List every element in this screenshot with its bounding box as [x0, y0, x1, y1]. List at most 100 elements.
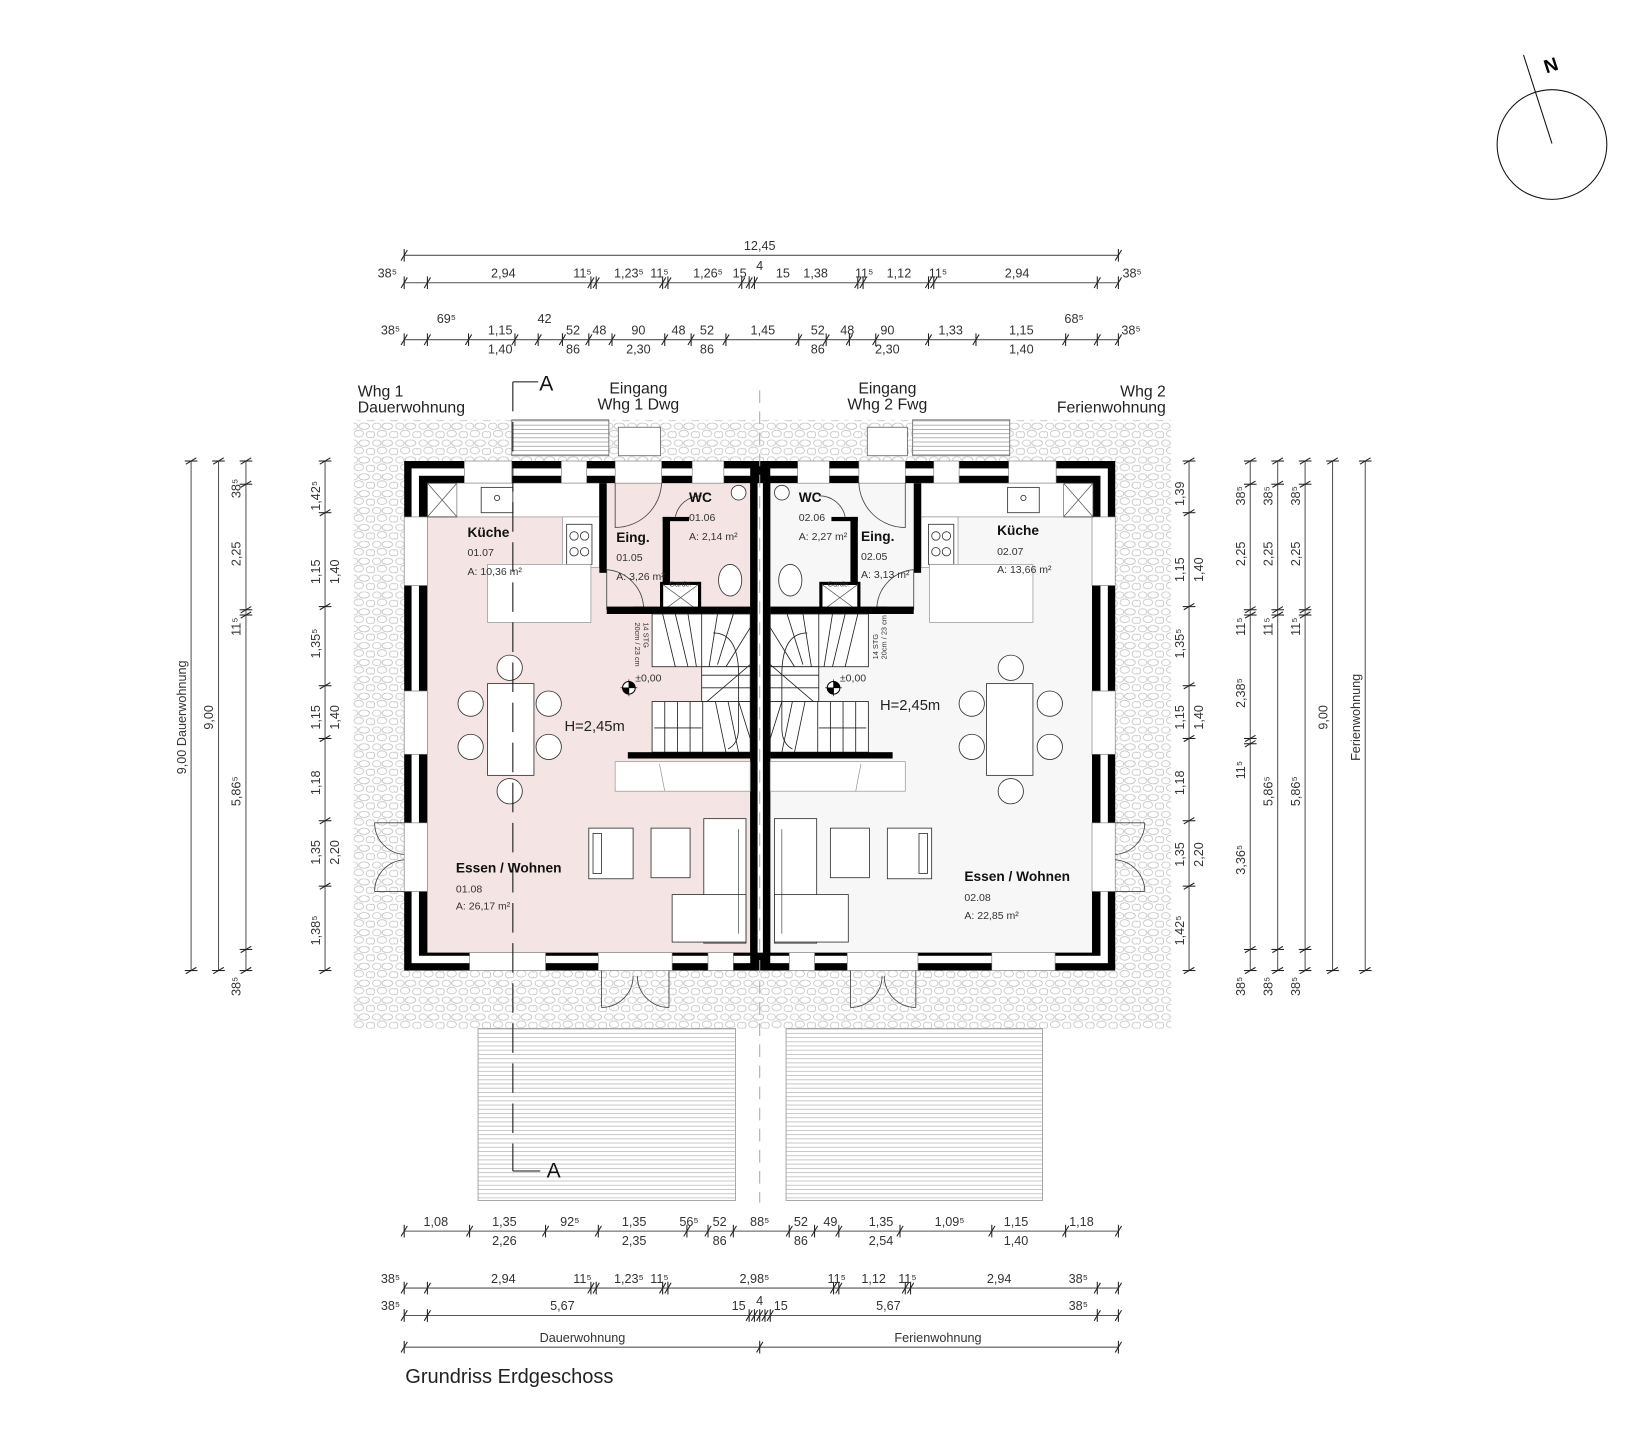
dimension-label: 2,20: [1192, 842, 1206, 867]
dimension-label: 2,25: [1261, 542, 1275, 567]
level-marker-icon: [825, 679, 842, 697]
kitchen-counter: [456, 482, 600, 518]
unit-1-type: Dauerwohnung: [358, 399, 465, 416]
dimension-label: 2,35: [622, 1234, 647, 1248]
terrace-right: [785, 1028, 1043, 1201]
dimension-label: Ferienwohnung: [1349, 674, 1363, 761]
stair-base-wall: [627, 752, 751, 759]
unit-2-type: Ferienwohnung: [1057, 399, 1166, 416]
dimension-label: 38⁵: [1121, 323, 1140, 337]
dimension-label: 1,39: [1173, 481, 1187, 506]
svg-text:Essen / Wohnen: Essen / Wohnen: [964, 869, 1070, 884]
dimension-label: 2,25: [230, 542, 244, 567]
dimension-label: 1,23⁵: [614, 1272, 644, 1286]
dimension-label: 38⁵: [1069, 1272, 1088, 1286]
dimension-label: 48: [592, 323, 606, 337]
bench-left: [511, 419, 610, 457]
dimension-label: 1,33: [938, 323, 963, 337]
svg-text:14 STG: 14 STG: [642, 622, 651, 648]
svg-text:02.06: 02.06: [799, 512, 825, 524]
shaft-box: [426, 482, 458, 518]
dimension-label: 1,42⁵: [1173, 916, 1187, 946]
terrace-left: [477, 1028, 736, 1201]
dimension-label: 1,35: [1173, 842, 1187, 867]
dimension-label: 38⁵: [230, 977, 244, 996]
dimension-label: 2,30: [875, 342, 900, 356]
dimension-label: 86: [700, 342, 714, 356]
doorstep-left: [617, 426, 661, 457]
dimension-label: 52: [713, 1215, 727, 1229]
dimension-label: 48: [671, 323, 685, 337]
kitchen-wall: [599, 483, 607, 573]
svg-text:Eing.: Eing.: [861, 529, 895, 544]
dimension-label: 5,67: [876, 1299, 901, 1313]
svg-text:20cm / 23 cm: 20cm / 23 cm: [879, 615, 888, 659]
dimension-label: 49: [823, 1215, 837, 1229]
dimension-label: 5,86⁵: [1289, 776, 1303, 806]
dimension-label: 4: [756, 259, 763, 273]
dimension-label: 86: [566, 342, 580, 356]
svg-text:A: 13,66 m²: A: 13,66 m²: [997, 564, 1052, 576]
dimension-label: 1,42⁵: [309, 481, 323, 511]
dimension-label: 1,35⁵: [1173, 629, 1187, 659]
armchair: [588, 827, 634, 880]
dimension-label: 1,38: [803, 266, 828, 280]
dimension-label: 38⁵: [381, 1272, 400, 1286]
dimension-label: 1,45: [751, 323, 776, 337]
svg-text:02.05: 02.05: [861, 551, 887, 563]
dimension-label: 2,26: [492, 1234, 517, 1248]
dimension-label: 1,15: [1173, 705, 1187, 730]
dimension-label: 2,25: [1289, 542, 1303, 567]
kitchen-door-swing: [606, 569, 645, 610]
svg-text:A: 3,26 m²: A: 3,26 m²: [616, 571, 665, 583]
svg-text:Essen / Wohnen: Essen / Wohnen: [456, 860, 562, 875]
dimension-label: 2,38⁵: [1234, 678, 1248, 708]
dimension-label: 11⁵: [573, 1272, 591, 1286]
bench-right: [912, 419, 1011, 457]
dimension-label: 11⁵: [573, 266, 591, 280]
dimension-label: 1,08: [424, 1215, 449, 1229]
room-label-entrance-2: Eing. 02.05 A: 3,13 m²: [861, 529, 910, 581]
level-marker-icon: [620, 679, 638, 697]
svg-text:WC: WC: [689, 490, 712, 505]
north-label: N: [1541, 54, 1561, 78]
svg-text:A: 3,13 m²: A: 3,13 m²: [861, 569, 910, 581]
wc-wall: [662, 516, 671, 584]
dimension-label: 1,15: [309, 559, 323, 584]
svg-text:A: 2,14 m²: A: 2,14 m²: [689, 531, 738, 543]
dimension-label: 1,38⁵: [309, 916, 323, 946]
dimension-label: 15: [732, 1299, 746, 1313]
dimension-label: 11⁵: [1261, 617, 1275, 635]
dimension-label: 11⁵: [1234, 617, 1248, 635]
dimension-label: 3,36⁵: [1234, 845, 1248, 875]
dimension-label: 92⁵: [560, 1215, 579, 1229]
wc-sink-icon: [730, 484, 747, 501]
svg-text:01.07: 01.07: [467, 547, 493, 559]
svg-text:02.07: 02.07: [997, 546, 1023, 558]
dimension-label: 90: [880, 323, 894, 337]
dimension-label: 2,20: [328, 840, 342, 865]
dimension-label: Dauerwohnung: [540, 1331, 626, 1345]
sink-drain-icon: [493, 494, 501, 501]
unit-1-interior: [426, 482, 751, 944]
wardrobe-label-2: Garde.: [828, 580, 851, 589]
dimension-label: 38⁵: [1261, 977, 1275, 996]
svg-text:A: 22,85 m²: A: 22,85 m²: [964, 910, 1019, 922]
dimension-label: 11⁵: [1289, 617, 1303, 635]
dining-table: [457, 654, 562, 805]
section-marker-bottom: A: [547, 1159, 562, 1182]
unit-2-label: Whg 2: [1120, 384, 1166, 401]
svg-text:14 STG: 14 STG: [871, 634, 880, 660]
coffee-table: [650, 827, 691, 879]
dimension-label: 1,12: [861, 1272, 886, 1286]
dimension-label: 15: [776, 266, 790, 280]
svg-text:A: 26,17 m²: A: 26,17 m²: [456, 900, 511, 912]
unit-1-label: Whg 1: [358, 384, 404, 401]
dimension-label: 1,35: [869, 1215, 894, 1229]
dimension-label: 38⁵: [230, 479, 244, 498]
